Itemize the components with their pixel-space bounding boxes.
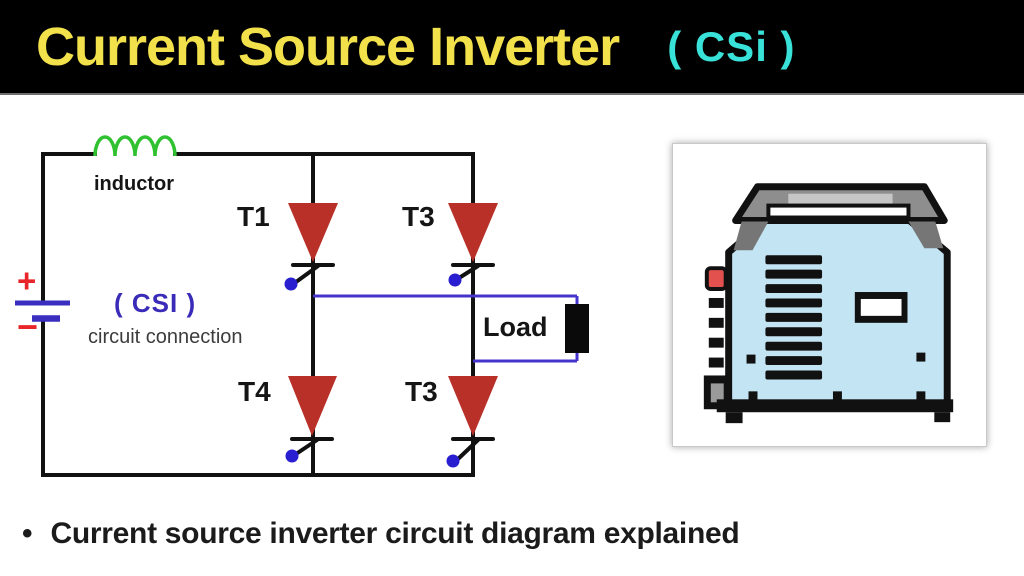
thyristors xyxy=(288,203,498,436)
inverter-device-icon xyxy=(703,183,954,424)
header-bar: Current Source Inverter ( CSi ) xyxy=(0,0,1024,95)
thyristor-t3-top-label: T3 xyxy=(402,201,435,232)
gate-dots xyxy=(284,273,462,468)
load-block xyxy=(565,304,589,353)
circuit-wires xyxy=(41,152,475,477)
caption-line: • Current source inverter circuit diagra… xyxy=(22,516,740,552)
battery-symbol xyxy=(15,300,70,322)
thyristor-gates xyxy=(290,263,495,461)
thyristor-t3-bottom-label: T3 xyxy=(405,376,438,407)
csi-label: ( CSI ) xyxy=(114,288,197,318)
battery-plus-label: + xyxy=(17,262,37,299)
thyristor-t3-top xyxy=(448,203,498,262)
inverter-illustration-card xyxy=(672,143,987,447)
thyristor-t1-label: T1 xyxy=(237,201,270,232)
thyristor-t1 xyxy=(288,203,338,262)
page-title: Current Source Inverter xyxy=(36,16,620,77)
inductor-label: inductor xyxy=(94,173,174,195)
thyristor-t3-bottom xyxy=(448,376,498,436)
caption-text: Current source inverter circuit diagram … xyxy=(50,517,740,550)
thyristor-t4-label: T4 xyxy=(238,376,271,407)
circuit-connection-label: circuit connection xyxy=(88,326,243,348)
battery-minus-label: − xyxy=(17,306,39,347)
thyristor-t4 xyxy=(288,376,337,436)
load-label: Load xyxy=(483,312,548,342)
bullet-point: • xyxy=(22,517,33,550)
inductor-coil xyxy=(93,135,177,157)
page-title-abbreviation: ( CSi ) xyxy=(667,22,796,70)
